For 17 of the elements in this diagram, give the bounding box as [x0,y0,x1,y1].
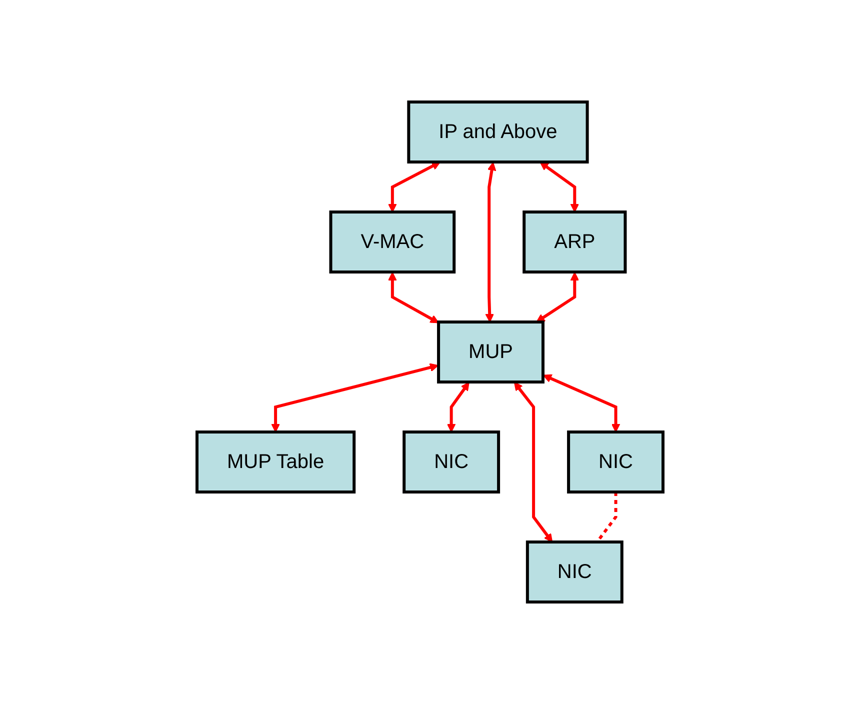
arrow [513,382,552,542]
node-box: NIC [566,430,664,494]
arrow [539,162,579,212]
node-box: V-MAC [328,210,456,274]
arrow [484,162,496,322]
node-box: IP and Above [406,100,588,164]
node-box: MUP Table [195,430,356,494]
node-box: NIC [402,430,500,494]
node-box: NIC [525,540,623,604]
arrow [388,162,440,212]
arrow [536,272,579,322]
node-box: ARP [522,210,626,274]
arrow [542,374,620,432]
arrow [270,363,438,432]
arrow [446,382,469,432]
node-box: MUP [436,320,544,384]
arrow [388,272,438,324]
